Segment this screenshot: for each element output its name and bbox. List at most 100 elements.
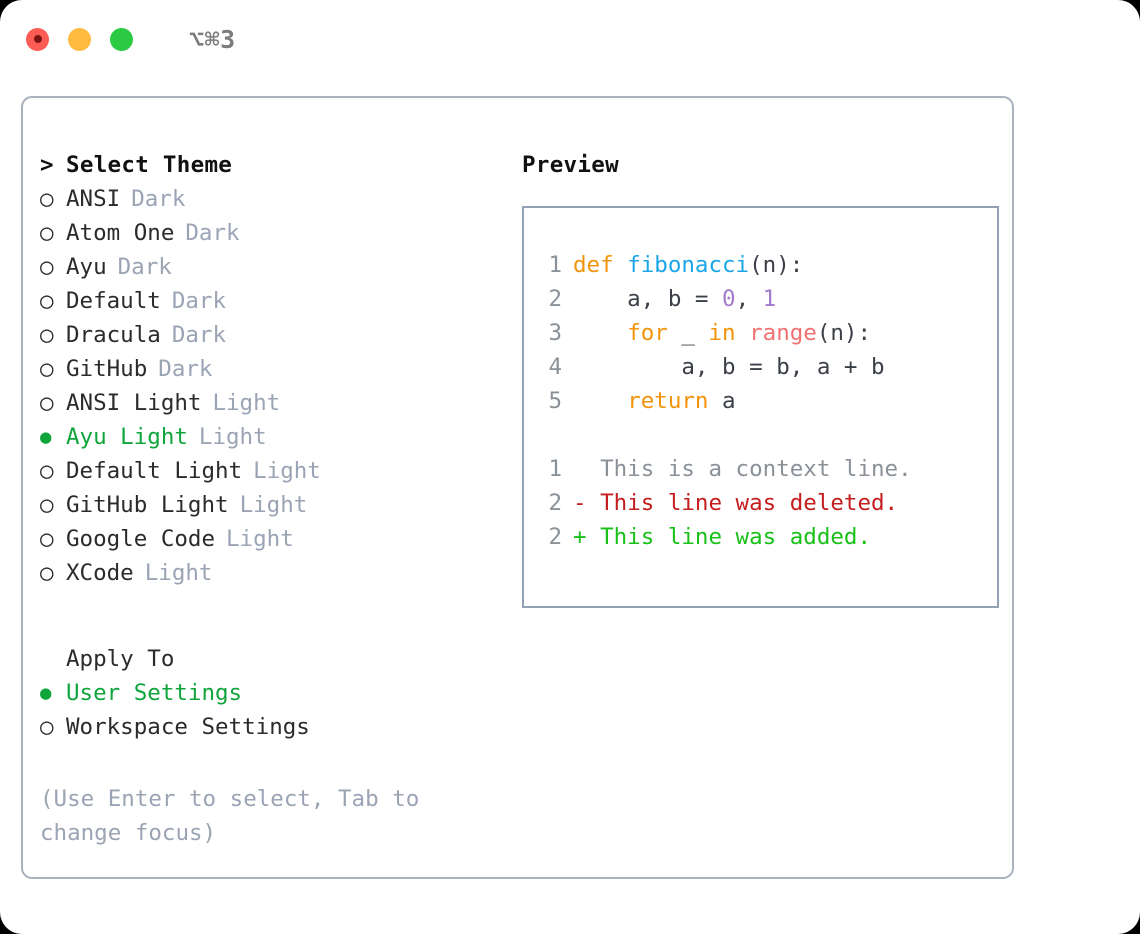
- theme-item-dracula[interactable]: ○ Dracula Dark: [40, 318, 507, 352]
- theme-item-label: ANSI: [66, 186, 121, 212]
- apply-to-label: Apply To: [66, 646, 175, 672]
- section-spacer: [40, 590, 507, 642]
- radio-unselected-icon: ○: [40, 254, 54, 280]
- minimize-button-icon[interactable]: [68, 27, 91, 51]
- radio-unselected-icon: ○: [40, 390, 54, 416]
- theme-item-label: Dracula: [66, 322, 161, 348]
- radio-unselected-icon: ○: [40, 492, 54, 518]
- radio-unselected-icon: ○: [40, 526, 54, 552]
- code-token: fibonacci: [627, 252, 750, 278]
- line-number: 4: [548, 354, 562, 380]
- code-token: def: [573, 252, 628, 278]
- theme-item-github-light[interactable]: ○ GitHub Light Light: [40, 488, 507, 522]
- code-token: _: [667, 320, 709, 346]
- diff-line-text: - This line was deleted.: [573, 490, 899, 516]
- theme-item-label: Ayu: [66, 254, 107, 280]
- apply-to-item-label: User Settings: [66, 680, 243, 706]
- traffic-lights: [26, 27, 133, 51]
- radio-unselected-icon: ○: [40, 322, 54, 348]
- theme-item-label: ANSI Light: [66, 390, 202, 416]
- code-token: [736, 320, 750, 346]
- code-token: [573, 388, 627, 414]
- radio-unselected-icon: ○: [40, 458, 54, 484]
- theme-item-label: Default Light: [66, 458, 243, 484]
- theme-item-variant: Light: [198, 424, 267, 450]
- select-theme-label: Select Theme: [66, 152, 233, 178]
- code-token: a, b = b, a + b: [573, 354, 885, 380]
- theme-item-label: Google Code: [66, 526, 216, 552]
- code-line-text: def fibonacci(n):: [562, 248, 803, 282]
- theme-item-default-light[interactable]: ○ Default Light Light: [40, 454, 507, 488]
- theme-item-variant: Light: [239, 492, 308, 518]
- diff-line-text: This is a context line.: [573, 456, 912, 482]
- diff-line: 2 + This line was added.: [524, 520, 997, 554]
- code-token: for: [627, 320, 668, 346]
- select-theme-header: > Select Theme: [40, 148, 507, 182]
- radio-unselected-icon: ○: [40, 220, 54, 246]
- theme-item-variant: Light: [212, 390, 281, 416]
- theme-item-label: GitHub: [66, 356, 148, 382]
- theme-item-variant: Dark: [117, 254, 172, 280]
- theme-item-ayu[interactable]: ○ Ayu Dark: [40, 250, 507, 284]
- code-line: 3 for _ in range(n):: [524, 316, 997, 350]
- code-line: 5 return a: [524, 384, 997, 418]
- prompt-caret-icon: >: [40, 152, 54, 178]
- theme-item-github[interactable]: ○ GitHub Dark: [40, 352, 507, 386]
- code-token: in: [708, 320, 736, 346]
- code-token: a, b =: [573, 286, 723, 312]
- theme-item-variant: Light: [144, 560, 213, 586]
- apply-to-marker-placeholder: [40, 642, 66, 676]
- code-token: ,: [735, 286, 763, 312]
- radio-unselected-icon: ○: [40, 288, 54, 314]
- diff-line: 1 This is a context line.: [524, 452, 997, 486]
- theme-item-variant: Dark: [171, 288, 227, 314]
- code-token: 0: [722, 286, 736, 312]
- apply-to-header: Apply To: [40, 642, 507, 676]
- theme-item-ansi-light[interactable]: ○ ANSI Light Light: [40, 386, 507, 420]
- code-token: return: [627, 388, 709, 414]
- close-button-icon[interactable]: [26, 27, 49, 51]
- theme-item-variant: Dark: [171, 322, 227, 348]
- radio-unselected-icon: ○: [40, 356, 54, 382]
- apply-to-item-workspace-settings[interactable]: ○Workspace Settings: [40, 710, 507, 744]
- radio-selected-icon: ●: [40, 426, 52, 448]
- theme-item-variant: Light: [226, 526, 294, 552]
- preview-title: Preview: [522, 152, 619, 178]
- line-number: 2: [548, 524, 562, 550]
- code-token: 1: [762, 286, 777, 312]
- theme-item-variant: Light: [253, 458, 321, 484]
- code-token: range: [749, 320, 817, 346]
- line-number: 3: [548, 320, 562, 346]
- diff-sample: 1 This is a context line. 2 - This line wa…: [524, 452, 997, 554]
- theme-item-variant: Dark: [158, 356, 213, 382]
- theme-item-google-code[interactable]: ○ Google Code Light: [40, 522, 507, 556]
- code-line: 4 a, b = b, a + b: [524, 350, 997, 384]
- code-diff-spacer: [524, 418, 997, 452]
- code-line-text: a, b = 0, 1: [562, 282, 776, 316]
- maximize-button-icon[interactable]: [110, 27, 133, 51]
- theme-item-variant: Dark: [185, 220, 240, 246]
- code-token: a: [708, 388, 736, 414]
- keyboard-hint: (Use Enter to select, Tab to change focu…: [40, 786, 420, 846]
- apply-to-list: ●User Settings○Workspace Settings: [40, 676, 507, 744]
- diff-line-text: + This line was added.: [573, 524, 872, 550]
- theme-item-atom-one[interactable]: ○ Atom One Dark: [40, 216, 507, 250]
- line-number: 1: [548, 456, 562, 482]
- code-line-text: for _ in range(n):: [562, 316, 871, 350]
- theme-item-label: GitHub Light: [66, 492, 229, 518]
- title-bar: ⌥⌘3: [0, 0, 1140, 78]
- apply-to-item-user-settings[interactable]: ●User Settings: [40, 676, 507, 710]
- radio-unselected-icon: ○: [40, 186, 54, 212]
- code-line-text: a, b = b, a + b: [562, 350, 885, 384]
- line-number: 1: [548, 252, 562, 278]
- theme-item-label: Atom One: [66, 220, 175, 246]
